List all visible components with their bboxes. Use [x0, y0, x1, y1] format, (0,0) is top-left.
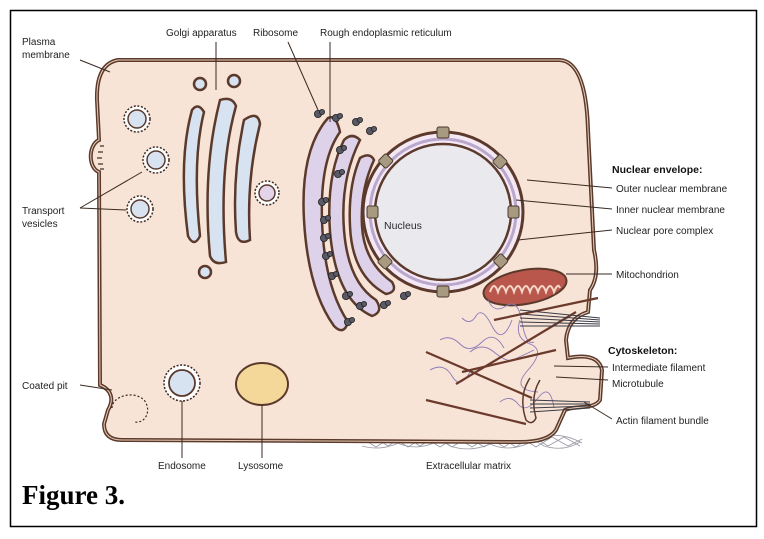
label-cytoskeleton-heading: Cytoskeleton: [608, 345, 677, 357]
label-nucleus: Nucleus [384, 220, 422, 232]
lysosome [236, 363, 288, 405]
label-endosome: Endosome [158, 461, 206, 472]
label-microtubule: Microtubule [612, 379, 664, 390]
label-mitochondrion: Mitochondrion [616, 270, 679, 281]
figure-caption: Figure 3. [22, 480, 125, 511]
label-transport-vesicles-1: Transport [22, 206, 65, 217]
label-nuclear-pore-complex: Nuclear pore complex [616, 226, 713, 237]
label-coated-pit: Coated pit [22, 381, 68, 392]
label-ribosome: Ribosome [253, 28, 298, 39]
label-actin-filament-bundle: Actin filament bundle [616, 416, 709, 427]
label-intermediate-filament: Intermediate filament [612, 363, 706, 374]
label-extracellular-matrix: Extracellular matrix [426, 461, 511, 472]
transport-vesicle [124, 106, 150, 132]
label-transport-vesicles-2: vesicles [22, 219, 58, 230]
label-plasma-membrane-2: membrane [22, 50, 70, 61]
label-lysosome: Lysosome [238, 461, 284, 472]
endosome [164, 365, 200, 401]
label-rough-er: Rough endoplasmic reticulum [320, 28, 452, 39]
transport-vesicle [143, 147, 169, 173]
transport-vesicle [127, 196, 153, 222]
label-outer-nuclear-membrane: Outer nuclear membrane [616, 184, 728, 195]
transport-vesicle [255, 181, 279, 205]
label-nuclear-envelope-heading: Nuclear envelope: [612, 164, 702, 176]
label-inner-nuclear-membrane: Inner nuclear membrane [616, 205, 725, 216]
label-golgi-apparatus: Golgi apparatus [166, 28, 237, 39]
label-plasma-membrane-1: Plasma [22, 37, 56, 48]
